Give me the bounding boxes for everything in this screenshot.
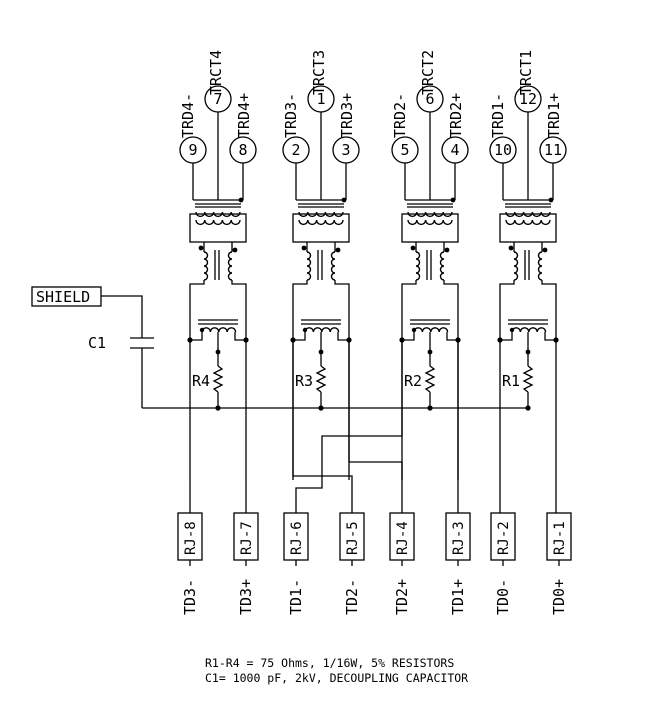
- resistor-ch3: [315, 365, 327, 393]
- label-ch4-minus: TRD4-: [179, 93, 197, 138]
- choke-ch3-right: [330, 251, 336, 281]
- signal-label-rj-7: TD3+: [237, 579, 255, 615]
- signal-label-rj-8: TD3-: [181, 579, 199, 615]
- transformer-ch1-box: [499, 213, 557, 243]
- label-ch1-minus: TRD1-: [489, 93, 507, 138]
- pin-number-ch1-plus: 11: [544, 141, 562, 159]
- pin-number-ch4-minus: 9: [188, 141, 197, 159]
- label-ch2-plus: TRD2+: [447, 93, 465, 138]
- label-ch3-plus: TRD3+: [338, 93, 356, 138]
- choke-ch1-right: [537, 251, 543, 281]
- resistor-label-ch2: R2: [404, 372, 422, 390]
- rj-label-rj-8: RJ-8: [183, 521, 199, 555]
- signal-label-rj-1: TD0+: [550, 579, 568, 615]
- wire-ch3-to-rj4: [348, 340, 403, 513]
- label-ch1-ct: TRCT1: [517, 50, 535, 95]
- pin-number-ch3-plus: 3: [341, 141, 350, 159]
- rj-label-rj-3: RJ-3: [451, 521, 467, 555]
- rj-label-rj-6: RJ-6: [289, 521, 305, 555]
- note-capacitor: C1= 1000 pF, 2kV, DECOUPLING CAPACITOR: [205, 671, 468, 685]
- resistor-ch4: [212, 365, 224, 393]
- label-ch3-minus: TRD3-: [282, 93, 300, 138]
- label-ch4-ct: TRCT4: [207, 50, 225, 95]
- signal-label-rj-3: TD1+: [449, 579, 467, 615]
- resistor-label-ch4: R4: [192, 372, 210, 390]
- choke-ch2-left: [415, 251, 421, 281]
- cm-transformer-ch2: [413, 327, 449, 333]
- cm-transformer-ch1: [511, 327, 547, 333]
- resistor-label-ch3: R3: [295, 372, 313, 390]
- rj-wiring: [189, 340, 557, 513]
- resistor-label-ch1: R1: [502, 372, 520, 390]
- transformer-ch2-box: [401, 213, 459, 243]
- signal-label-rj-2: TD0-: [494, 579, 512, 615]
- pin-number-ch3-ct: 1: [316, 90, 325, 108]
- label-ch2-minus: TRD2-: [391, 93, 409, 138]
- transformer-ch3-box: [292, 213, 350, 243]
- rj-label-rj-4: RJ-4: [395, 521, 411, 555]
- label-ch4-plus: TRD4+: [235, 93, 253, 138]
- pin-number-ch1-ct: 12: [519, 90, 537, 108]
- transformer-ch4-primary: [195, 211, 241, 218]
- capacitor-label: C1: [88, 334, 106, 352]
- cm-transformer-ch4: [201, 327, 237, 333]
- choke-ch3-left: [306, 251, 312, 281]
- rj-label-rj-7: RJ-7: [239, 521, 255, 555]
- pin-number-ch2-ct: 6: [425, 90, 434, 108]
- transformer-ch3-primary: [298, 211, 344, 218]
- label-ch3-ct: TRCT3: [310, 50, 328, 95]
- pin-number-ch3-minus: 2: [291, 141, 300, 159]
- pin-number-ch4-plus: 8: [238, 141, 247, 159]
- rj-label-rj-2: RJ-2: [496, 521, 512, 555]
- transformer-ch4-box: [189, 213, 247, 243]
- transformer-ch2-primary: [407, 211, 453, 218]
- cm-transformer-ch3: [304, 327, 340, 333]
- choke-ch4-left: [203, 251, 209, 281]
- shield-block: SHIELD C1: [31, 286, 154, 408]
- shield-label: SHIELD: [36, 288, 90, 306]
- label-ch1-plus: TRD1+: [545, 93, 563, 138]
- choke-ch2-right: [439, 251, 445, 281]
- signal-label-rj-5: TD2-: [343, 579, 361, 615]
- wire-ch2-to-rj6: [295, 340, 403, 513]
- rj-label-rj-5: RJ-5: [345, 521, 361, 555]
- pin-number-ch1-minus: 10: [494, 141, 512, 159]
- signal-label-rj-6: TD1-: [287, 579, 305, 615]
- transformer-ch1-primary: [505, 211, 551, 218]
- choke-ch1-left: [513, 251, 519, 281]
- rj-label-rj-1: RJ-1: [552, 521, 568, 555]
- choke-ch4-right: [227, 251, 233, 281]
- pin-number-ch2-minus: 5: [400, 141, 409, 159]
- resistor-ch2: [424, 365, 436, 393]
- label-ch2-ct: TRCT2: [419, 50, 437, 95]
- pin-number-ch2-plus: 4: [450, 141, 459, 159]
- resistor-ch1: [522, 365, 534, 393]
- signal-label-rj-4: TD2+: [393, 579, 411, 615]
- note-resistors: R1-R4 = 75 Ohms, 1/16W, 5% RESISTORS: [205, 656, 454, 670]
- pin-number-ch4-ct: 7: [213, 90, 222, 108]
